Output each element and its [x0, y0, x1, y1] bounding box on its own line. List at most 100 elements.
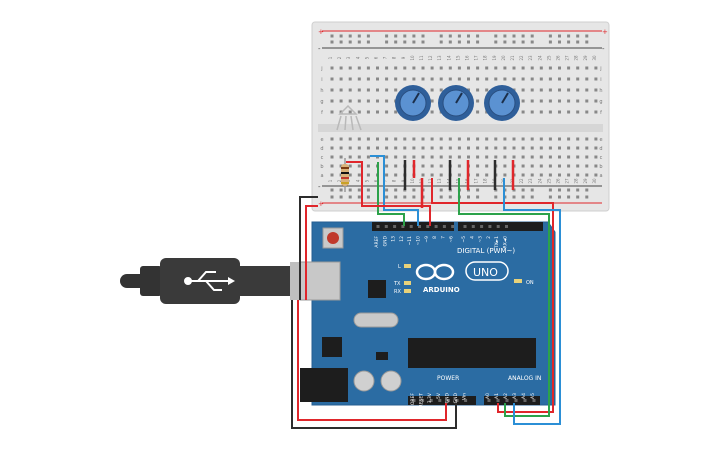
- terminal-hole[interactable]: [585, 164, 589, 168]
- terminal-hole[interactable]: [330, 146, 334, 150]
- rail-hole[interactable]: [530, 40, 534, 44]
- rail-hole[interactable]: [530, 188, 534, 192]
- terminal-hole[interactable]: [467, 146, 470, 150]
- usb-cable[interactable]: [120, 258, 310, 304]
- terminal-hole[interactable]: [585, 99, 589, 103]
- rail-hole[interactable]: [357, 188, 361, 192]
- terminal-hole[interactable]: [430, 66, 434, 70]
- terminal-hole[interactable]: [476, 110, 480, 114]
- terminal-hole[interactable]: [476, 137, 480, 141]
- terminal-hole[interactable]: [439, 146, 443, 150]
- rail-hole[interactable]: [521, 34, 525, 38]
- terminal-hole[interactable]: [430, 137, 434, 141]
- terminal-hole[interactable]: [421, 66, 425, 70]
- terminal-hole[interactable]: [576, 146, 580, 150]
- terminal-hole[interactable]: [430, 164, 434, 168]
- rail-hole[interactable]: [457, 40, 461, 44]
- terminal-hole[interactable]: [585, 155, 589, 159]
- terminal-hole[interactable]: [394, 77, 398, 81]
- terminal-hole[interactable]: [521, 110, 525, 114]
- rail-hole[interactable]: [448, 40, 452, 44]
- terminal-hole[interactable]: [366, 146, 370, 150]
- terminal-hole[interactable]: [585, 137, 589, 141]
- terminal-hole[interactable]: [594, 155, 598, 159]
- rail-hole[interactable]: [512, 34, 516, 38]
- rail-hole[interactable]: [403, 40, 407, 44]
- digital-pin-socket[interactable]: [496, 225, 500, 228]
- digital-pin-socket[interactable]: [434, 225, 438, 228]
- terminal-hole[interactable]: [430, 110, 434, 114]
- terminal-hole[interactable]: [330, 77, 334, 81]
- terminal-hole[interactable]: [594, 88, 598, 92]
- power-pin-socket[interactable]: [412, 399, 416, 402]
- rail-hole[interactable]: [567, 195, 571, 199]
- terminal-hole[interactable]: [512, 155, 516, 159]
- rail-hole[interactable]: [439, 34, 443, 38]
- rail-hole[interactable]: [558, 34, 561, 38]
- terminal-hole[interactable]: [439, 164, 443, 168]
- terminal-hole[interactable]: [548, 155, 552, 159]
- rail-hole[interactable]: [494, 40, 498, 44]
- terminal-hole[interactable]: [348, 66, 352, 70]
- terminal-hole[interactable]: [376, 110, 379, 114]
- power-pin-socket[interactable]: [446, 399, 450, 402]
- terminal-hole[interactable]: [567, 99, 571, 103]
- rail-hole[interactable]: [467, 40, 470, 44]
- terminal-hole[interactable]: [385, 88, 389, 92]
- terminal-hole[interactable]: [330, 110, 334, 114]
- terminal-hole[interactable]: [439, 88, 443, 92]
- rail-hole[interactable]: [394, 40, 398, 44]
- digital-pin-socket[interactable]: [393, 225, 397, 228]
- terminal-hole[interactable]: [476, 173, 480, 177]
- rail-hole[interactable]: [521, 188, 525, 192]
- rail-hole[interactable]: [339, 188, 343, 192]
- power-header[interactable]: [408, 396, 476, 405]
- terminal-hole[interactable]: [348, 137, 352, 141]
- terminal-hole[interactable]: [594, 77, 598, 81]
- analog-pin-socket[interactable]: [496, 399, 500, 402]
- terminal-hole[interactable]: [476, 146, 480, 150]
- rail-hole[interactable]: [421, 40, 425, 44]
- rail-hole[interactable]: [403, 34, 407, 38]
- terminal-hole[interactable]: [485, 88, 489, 92]
- terminal-hole[interactable]: [530, 155, 534, 159]
- terminal-hole[interactable]: [521, 88, 525, 92]
- analog-pin-socket[interactable]: [532, 399, 536, 402]
- terminal-hole[interactable]: [521, 173, 525, 177]
- digital-pin-socket[interactable]: [505, 225, 508, 228]
- terminal-hole[interactable]: [594, 164, 598, 168]
- terminal-hole[interactable]: [485, 155, 489, 159]
- terminal-hole[interactable]: [394, 88, 398, 92]
- terminal-hole[interactable]: [585, 146, 589, 150]
- digital-pin-socket[interactable]: [463, 225, 467, 228]
- terminal-hole[interactable]: [412, 146, 416, 150]
- terminal-hole[interactable]: [585, 77, 589, 81]
- terminal-hole[interactable]: [512, 137, 516, 141]
- rail-hole[interactable]: [412, 188, 416, 192]
- terminal-hole[interactable]: [385, 137, 389, 141]
- terminal-hole[interactable]: [421, 137, 425, 141]
- terminal-hole[interactable]: [448, 137, 452, 141]
- rail-hole[interactable]: [339, 34, 343, 38]
- terminal-hole[interactable]: [585, 66, 589, 70]
- rail-hole[interactable]: [457, 34, 461, 38]
- rail-hole[interactable]: [512, 195, 516, 199]
- terminal-hole[interactable]: [485, 77, 489, 81]
- terminal-hole[interactable]: [330, 137, 334, 141]
- digital-pin-socket[interactable]: [376, 225, 380, 228]
- rail-hole[interactable]: [412, 195, 416, 199]
- rail-hole[interactable]: [357, 34, 361, 38]
- terminal-hole[interactable]: [485, 164, 489, 168]
- terminal-hole[interactable]: [430, 99, 434, 103]
- rail-hole[interactable]: [567, 40, 571, 44]
- terminal-hole[interactable]: [494, 77, 498, 81]
- terminal-hole[interactable]: [530, 77, 534, 81]
- terminal-hole[interactable]: [594, 173, 598, 177]
- terminal-hole[interactable]: [476, 99, 480, 103]
- terminal-hole[interactable]: [521, 146, 525, 150]
- terminal-hole[interactable]: [503, 155, 507, 159]
- terminal-hole[interactable]: [394, 137, 398, 141]
- terminal-hole[interactable]: [403, 77, 407, 81]
- terminal-hole[interactable]: [357, 77, 361, 81]
- terminal-hole[interactable]: [494, 155, 498, 159]
